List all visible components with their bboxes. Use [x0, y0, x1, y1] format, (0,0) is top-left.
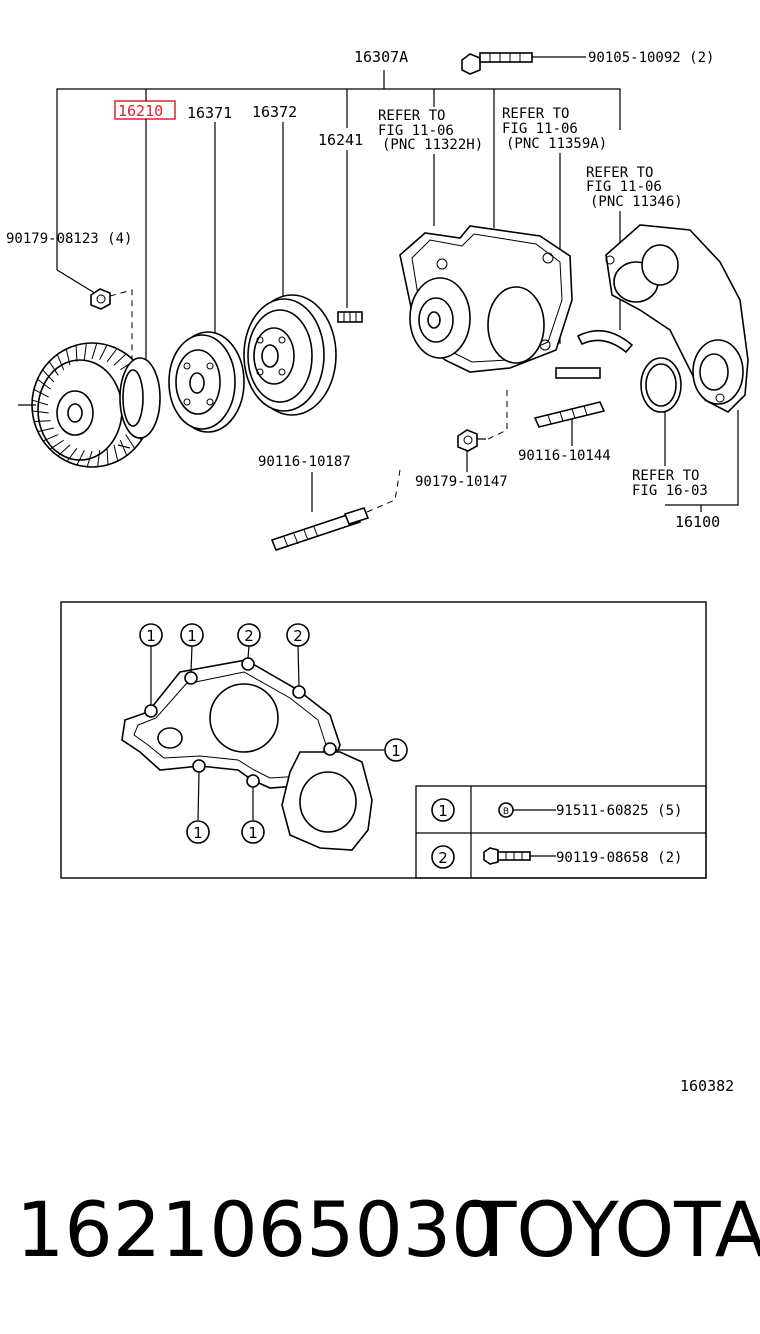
highlight-box	[114, 100, 176, 120]
water-pump	[399, 225, 634, 379]
fan-fin	[32, 410, 49, 414]
nut-90179-10147	[457, 429, 486, 452]
svg-text:2: 2	[244, 627, 254, 645]
fan-fin	[42, 434, 59, 442]
svg-text:REFER TO: REFER TO	[586, 165, 653, 181]
fan-fin	[91, 343, 98, 360]
label-16307A: 16307A	[354, 48, 408, 66]
svg-text:FIG 11-06: FIG 11-06	[378, 123, 454, 139]
fan-fin	[113, 353, 127, 366]
leader-lines	[56, 56, 739, 513]
figure-number: 160382	[680, 1077, 734, 1095]
gasket-markers: 1 1 2 2 1 1 1	[139, 623, 408, 844]
fan-fin	[37, 378, 51, 390]
nut-90179-08123	[90, 288, 111, 310]
svg-text:1: 1	[146, 627, 156, 645]
bolt-icon	[483, 847, 531, 865]
legend-row-2: 2 90119-08658 (2)	[431, 845, 682, 869]
label-16372: 16372	[252, 103, 297, 121]
fan-fin	[57, 444, 71, 457]
gasket-marker: 1	[384, 738, 408, 762]
stud-16241	[337, 311, 363, 323]
svg-text:1: 1	[187, 627, 197, 645]
svg-text:(PNC 11322H): (PNC 11322H)	[382, 137, 483, 153]
svg-text:(PNC 11359A): (PNC 11359A)	[506, 136, 607, 152]
svg-text:REFER TO: REFER TO	[632, 468, 699, 484]
fan-fin	[66, 447, 78, 462]
gasket-inset-frame	[60, 601, 707, 879]
svg-text:FIG 11-06: FIG 11-06	[586, 179, 662, 195]
gasket-marker: 1	[180, 623, 204, 647]
pulley-16371	[168, 331, 245, 433]
svg-text:REFER TO: REFER TO	[502, 106, 569, 122]
fan-fin	[32, 399, 49, 406]
fan-fin	[83, 343, 87, 360]
gasket-marker: 2	[237, 623, 261, 647]
legend-part-91511: 91511-60825 (5)	[556, 803, 682, 819]
fan-fin	[75, 345, 78, 362]
svg-text:2: 2	[438, 849, 448, 867]
fan-fin	[42, 369, 55, 383]
fan-fin	[56, 354, 65, 370]
svg-text:1: 1	[391, 742, 401, 760]
label-bolt-top: 90105-10092 (2)	[588, 50, 714, 66]
timing-cover	[605, 224, 749, 413]
svg-text:1: 1	[438, 802, 448, 820]
label-stud-long: 90116-10187	[258, 454, 351, 470]
fan-clutch-16210	[18, 342, 161, 468]
legend-row-1: 1 B 91511-60825 (5)	[431, 798, 682, 822]
label-16100: 16100	[675, 513, 720, 531]
svg-text:(PNC 11346): (PNC 11346)	[590, 194, 683, 210]
svg-text:1: 1	[248, 824, 258, 842]
footer-brand: TOYOTA	[469, 1185, 760, 1274]
svg-text:2: 2	[293, 627, 303, 645]
fan-fin	[113, 444, 119, 462]
footer-part-number: 1621065030	[16, 1185, 500, 1274]
pulley-16372	[243, 294, 337, 416]
fan-fin	[34, 420, 51, 422]
fan-fin	[99, 344, 108, 360]
gasket-drawing	[121, 645, 384, 851]
gasket-marker: 1	[241, 820, 265, 844]
refer-note-3: REFER TO FIG 11-06 (PNC 11346)	[586, 165, 683, 210]
svg-text:FIG 11-06: FIG 11-06	[502, 121, 578, 137]
fan-fin	[97, 450, 101, 467]
gasket-marker: 1	[186, 820, 210, 844]
svg-text:REFER TO: REFER TO	[378, 108, 445, 124]
label-stud-mid: 90116-10144	[518, 448, 611, 464]
stud-90116-10144	[533, 401, 606, 428]
refer-note-2: REFER TO FIG 11-06 (PNC 11359A)	[502, 106, 607, 152]
fan-fin	[119, 440, 128, 456]
fan-fin	[65, 348, 71, 366]
fan-fin	[49, 439, 64, 450]
seal-ring	[640, 357, 682, 413]
stud-90116-10187	[270, 507, 370, 551]
label-nut-mid: 90179-10147	[415, 474, 508, 490]
fan-fin	[86, 450, 93, 467]
fan-fin	[37, 427, 55, 433]
refer-note-4: REFER TO FIG 16-03	[632, 468, 708, 499]
gasket-marker: 1	[139, 623, 163, 647]
refer-note-1: REFER TO FIG 11-06 (PNC 11322H)	[378, 108, 483, 153]
fan-fin	[33, 388, 49, 398]
svg-text:FIG 16-03: FIG 16-03	[632, 483, 708, 499]
fan-fin	[106, 348, 118, 363]
fan-fin	[76, 450, 85, 466]
fan-fin	[106, 448, 109, 465]
fan-fin	[48, 361, 59, 376]
label-16371: 16371	[187, 104, 232, 122]
label-nut-left: 90179-08123 (4)	[6, 231, 132, 247]
legend-table: 1 B 91511-60825 (5) 2 90119-08658 (2)	[415, 785, 707, 879]
washer-b-icon: B	[503, 807, 509, 817]
fan-fin	[125, 434, 136, 449]
label-16241: 16241	[318, 131, 363, 149]
bolt-90105	[461, 52, 533, 75]
svg-text:1: 1	[193, 824, 203, 842]
label-16210-fan-clutch[interactable]: 16210	[118, 102, 163, 120]
gasket-marker: 2	[286, 623, 310, 647]
legend-part-90119: 90119-08658 (2)	[556, 850, 682, 866]
